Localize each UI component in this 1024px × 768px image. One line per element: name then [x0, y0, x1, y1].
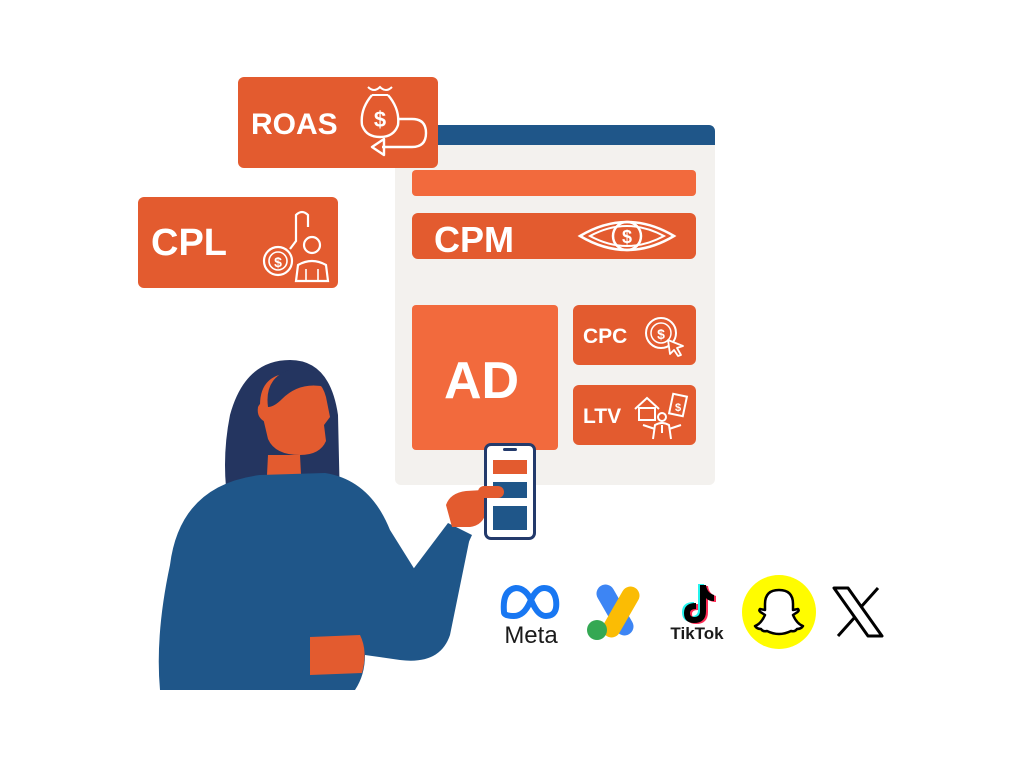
browser-title-bar: [395, 125, 715, 145]
cpm-card: CPM $: [412, 213, 696, 259]
phone-ad-block-1: [493, 460, 527, 474]
cpc-label: CPC: [583, 325, 628, 348]
cpl-label: CPL: [151, 222, 227, 264]
roas-card: ROAS $: [238, 77, 438, 168]
phone-ad-block-3: [493, 506, 527, 530]
coin-person-icon: $: [262, 210, 330, 283]
svg-text:$: $: [274, 254, 282, 270]
phone-notch: [503, 448, 517, 451]
tiktok-logo-icon: [682, 584, 716, 624]
pointing-finger: [478, 486, 504, 498]
svg-text:$: $: [675, 402, 681, 414]
svg-text:$: $: [374, 107, 386, 132]
dollar-eye-icon: $: [577, 220, 677, 252]
ltv-label: LTV: [583, 405, 622, 428]
ltv-card: LTV $: [573, 385, 696, 445]
ad-label: AD: [444, 352, 520, 410]
ad-header-bar: [412, 170, 696, 196]
svg-text:$: $: [657, 326, 665, 342]
cpl-card: CPL $: [138, 197, 338, 288]
snapchat-logo-icon: [742, 575, 816, 649]
x-logo-icon: [832, 586, 884, 638]
cpc-card: CPC $: [573, 305, 696, 365]
money-bag-return-icon: $: [360, 85, 428, 157]
google-ads-logo-icon: [587, 584, 640, 640]
ad-card: AD: [412, 305, 558, 450]
meta-logo-icon: [500, 585, 560, 619]
meta-label: Meta: [504, 622, 558, 649]
coin-cursor-icon: $: [645, 317, 684, 357]
tiktok-label: TikTok: [670, 624, 724, 643]
house-person-money-icon: $: [634, 392, 689, 440]
cpm-label: CPM: [434, 219, 514, 260]
svg-text:$: $: [622, 227, 632, 247]
roas-label: ROAS: [251, 108, 338, 141]
woman-illustration: [158, 360, 505, 690]
